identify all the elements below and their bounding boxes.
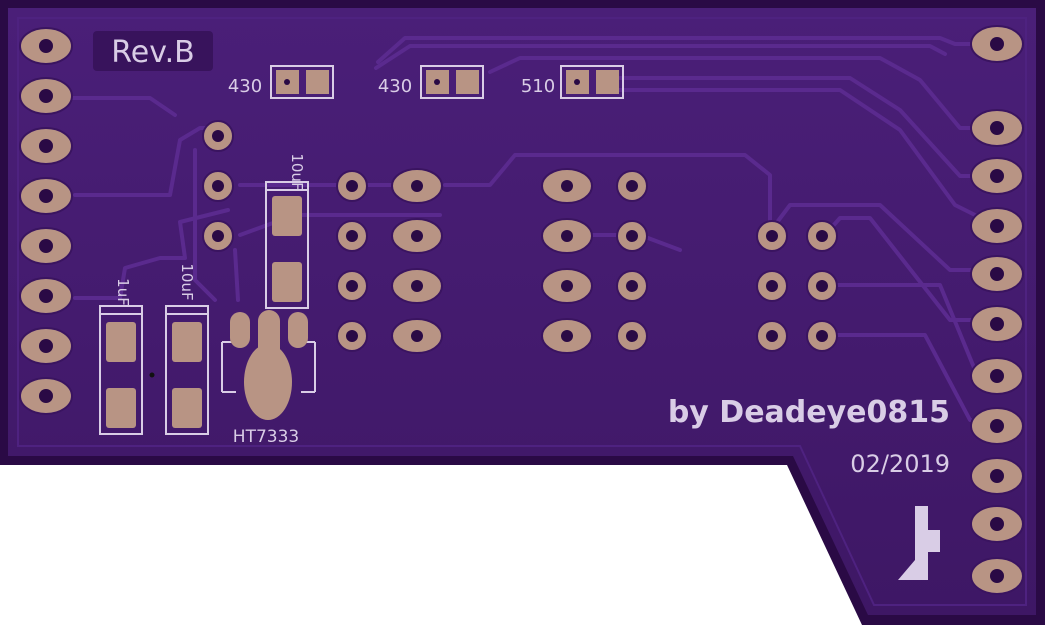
regulator: HT7333: [221, 310, 316, 447]
resistor-label: 510: [521, 76, 555, 97]
revision-marking: Rev.B: [93, 31, 213, 71]
capacitor-c2: 1uF: [99, 278, 143, 435]
via-column: [202, 120, 234, 252]
resistor-r3: 510: [521, 65, 624, 99]
capacitor-c1: 10uF: [265, 153, 309, 309]
capacitor-label: 10uF: [178, 263, 196, 300]
board-surface: [8, 8, 1036, 615]
header-b: [541, 168, 648, 354]
right-header-holes: [990, 37, 1004, 583]
date-text: 02/2019: [850, 450, 950, 478]
resistor-r2: 430: [378, 65, 484, 99]
regulator-label: HT7333: [233, 427, 299, 447]
capacitor-label: 10uF: [288, 153, 306, 190]
left-header-holes: [39, 39, 53, 403]
resistor-label: 430: [228, 76, 262, 97]
header-c: [756, 220, 838, 352]
board-inner: [17, 17, 1027, 606]
credit-text: by Deadeye0815: [668, 395, 950, 430]
header-a: [336, 168, 443, 354]
capacitor-c3: 10uF: [149, 263, 209, 435]
resistor-label: 430: [378, 76, 412, 97]
revision-label: Rev.B: [111, 35, 195, 70]
capacitor-label: 1uF: [114, 278, 132, 306]
resistor-r1: 430: [228, 65, 334, 99]
logo-icon: [898, 506, 940, 580]
